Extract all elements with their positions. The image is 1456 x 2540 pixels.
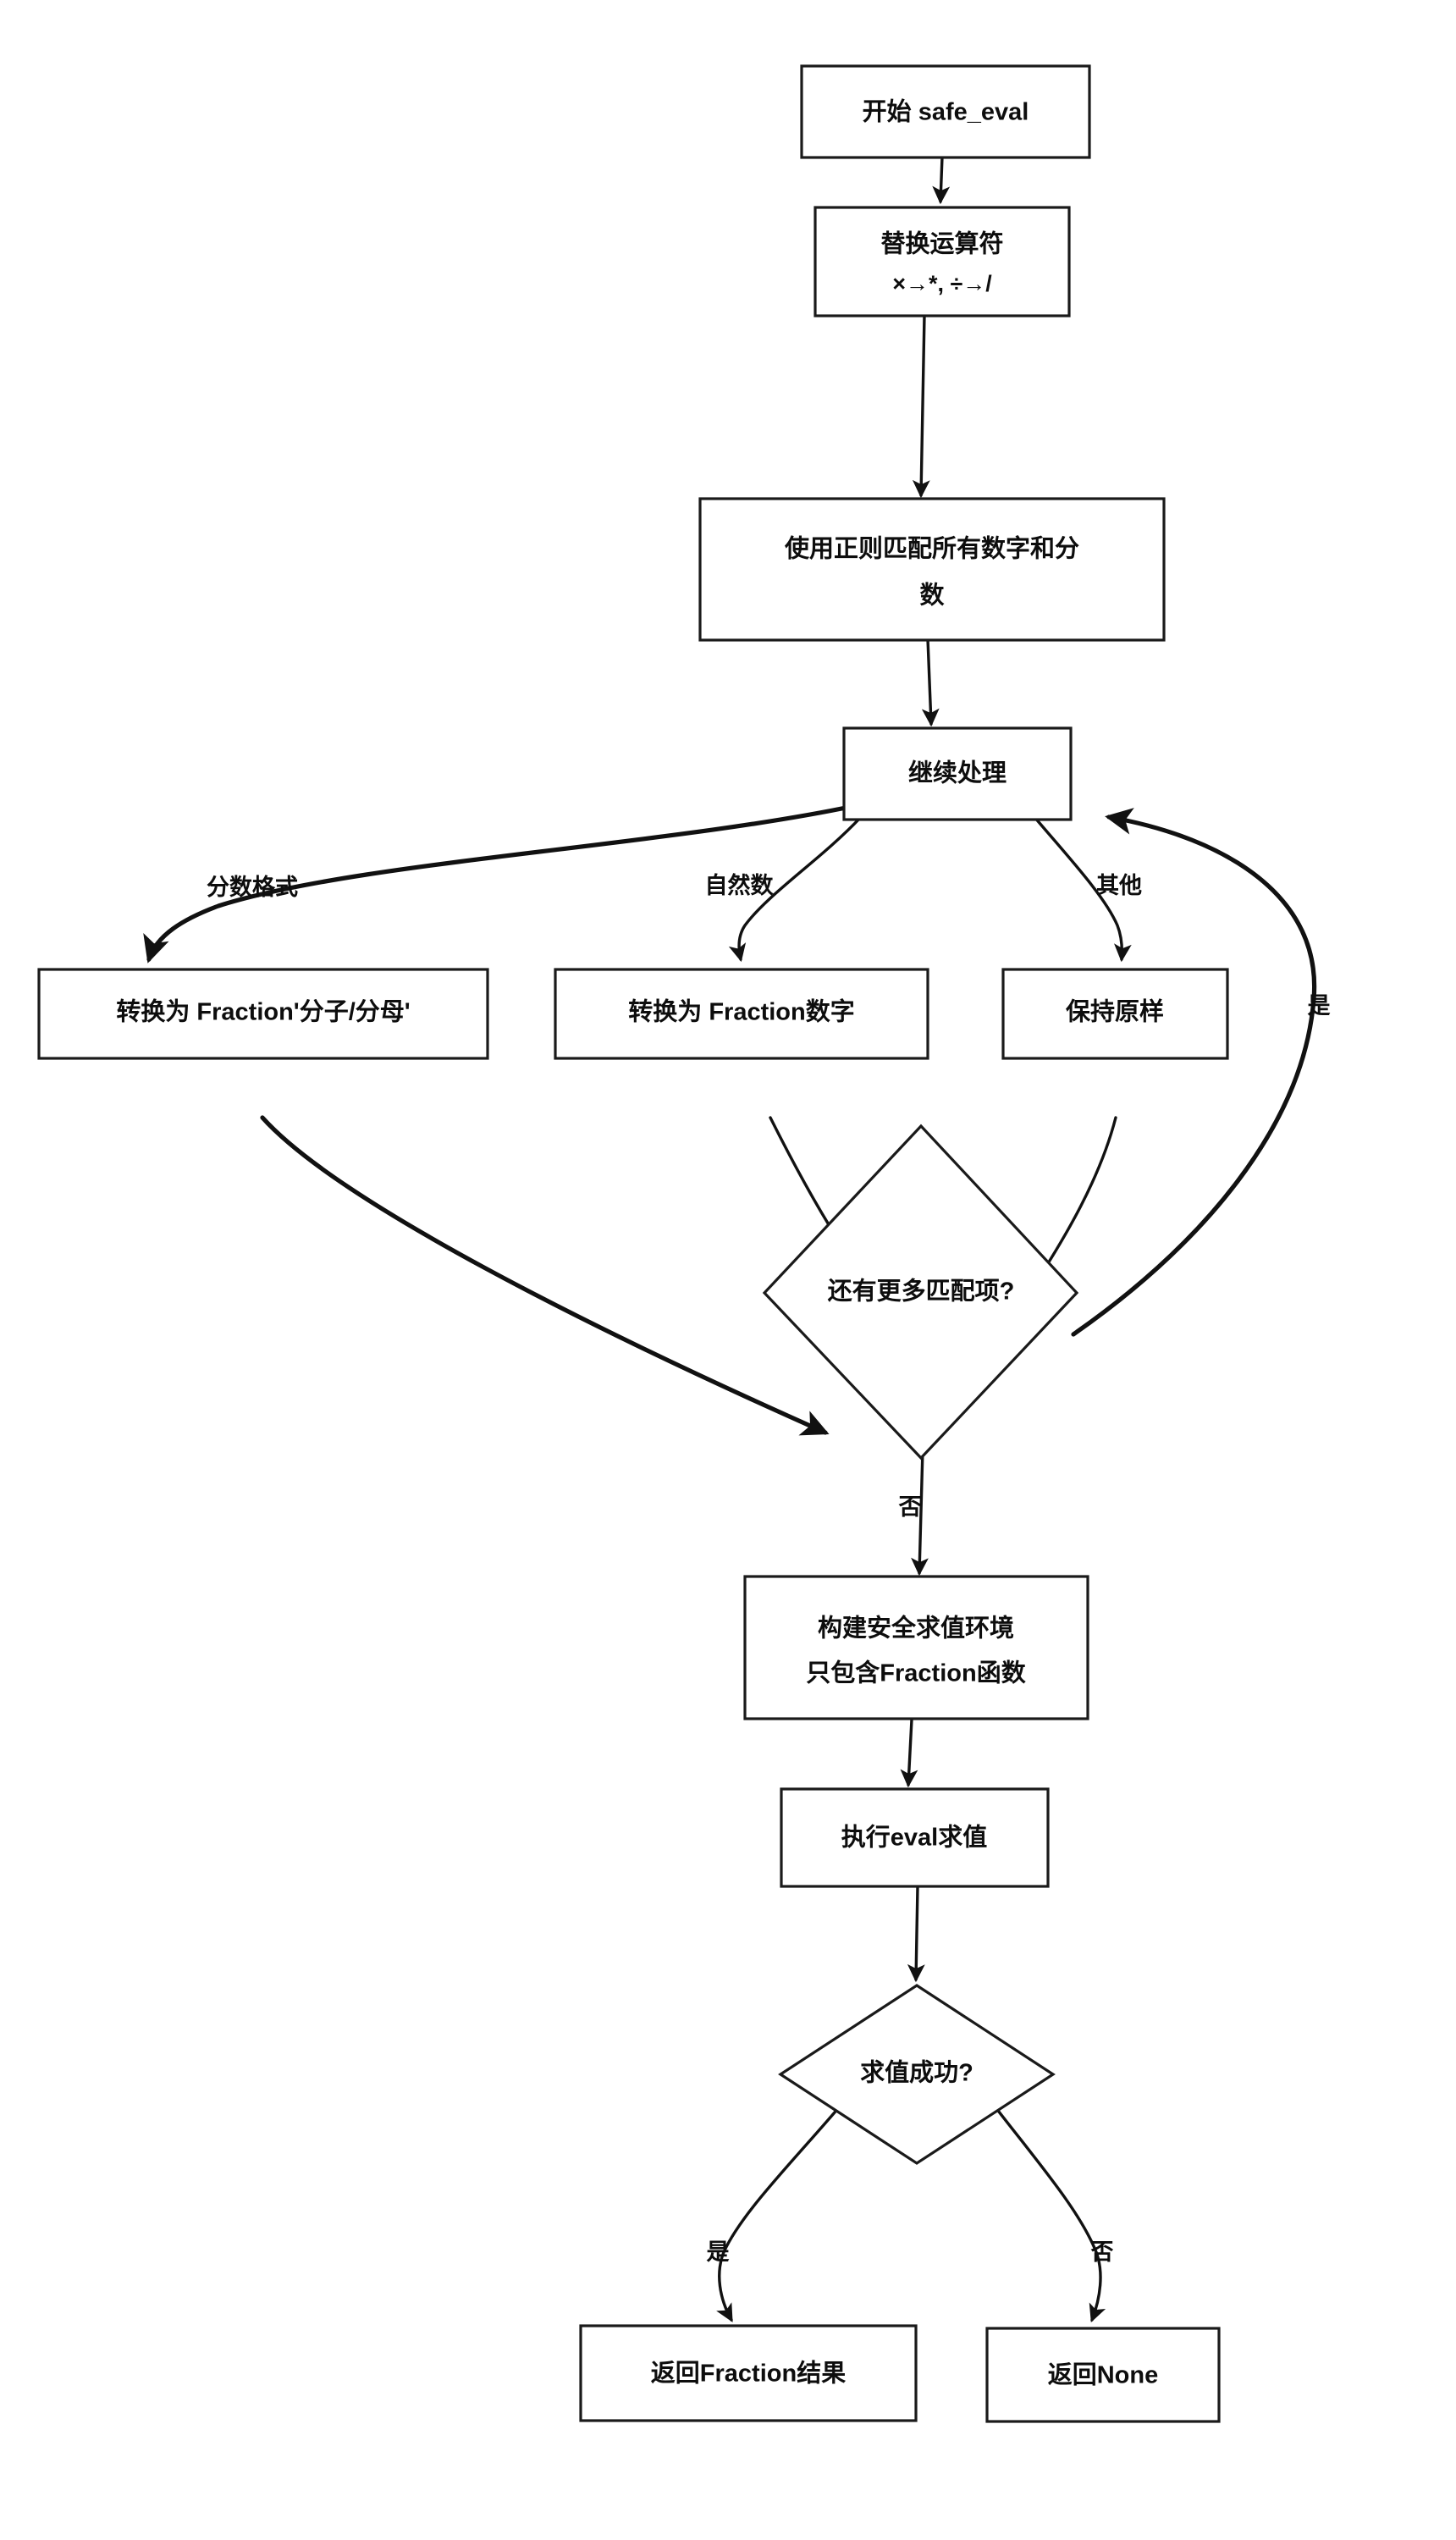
edge-start-to-replace-ops (932, 155, 951, 205)
node-start[interactable]: 开始 safe_eval (800, 64, 1091, 159)
edge-label-loop-no: 否 (899, 1494, 922, 1520)
edge-label-natural-number: 自然数 (705, 872, 775, 898)
edge-fraction-str-to-more-matches (260, 1115, 830, 1436)
node-start-label: 开始 safe_eval (863, 98, 1029, 126)
node-return-fraction-result-label: 返回Fraction结果 (651, 2360, 846, 2388)
node-return-none[interactable]: 返回None (985, 2327, 1221, 2423)
node-convert-to-fraction-string-label: 转换为 Fraction'分子/分母' (116, 998, 410, 1026)
edge-more-matches-to-continue-loop: 是 (1071, 808, 1331, 1337)
node-regex-match[interactable]: 使用正则匹配所有数字和分 数 (698, 497, 1166, 642)
node-build-safe-eval-env-label-line2: 只包含Fraction函数 (806, 1659, 1026, 1687)
edge-label-loop-yes: 是 (1308, 993, 1331, 1019)
node-continue-processing-label: 继续处理 (908, 759, 1007, 787)
node-continue-processing[interactable]: 继续处理 (842, 726, 1073, 821)
node-run-eval-label: 执行eval求值 (841, 1824, 987, 1852)
node-convert-to-fraction-string[interactable]: 转换为 Fraction'分子/分母' (37, 968, 489, 1060)
edge-label-fraction-format: 分数格式 (207, 875, 298, 900)
node-regex-match-label-line1: 使用正则匹配所有数字和分 (784, 534, 1079, 563)
node-eval-success-decision[interactable]: 求值成功? (778, 1984, 1056, 2165)
node-replace-operators-label-line2: ×→*, ÷→/ (892, 271, 992, 296)
edge-continue-to-fraction-str: 分数格式 (143, 803, 857, 964)
node-eval-success-decision-label: 求值成功? (860, 2059, 973, 2087)
edge-label-eval-no: 否 (1091, 2239, 1114, 2265)
node-more-matches-decision[interactable]: 还有更多匹配项? (762, 1124, 1079, 1460)
edge-regex-match-to-continue (921, 638, 940, 727)
edge-more-matches-to-build-env: 否 (899, 1448, 929, 1576)
node-replace-operators-label-line1: 替换运算符 (880, 229, 1003, 258)
node-convert-to-fraction-number-label: 转换为 Fraction数字 (628, 997, 854, 1026)
node-regex-match-label-line2: 数 (919, 582, 945, 610)
node-keep-as-is-label: 保持原样 (1065, 997, 1164, 1026)
edge-replace-ops-to-regex-match (912, 313, 930, 499)
edge-eval-ok-to-return-fraction: 是 (707, 2074, 867, 2322)
edge-label-other: 其他 (1096, 873, 1142, 898)
edge-continue-to-fraction-num: 自然数 (705, 815, 863, 963)
edge-run-eval-to-eval-ok (907, 1885, 925, 1983)
edge-continue-to-keep-as-is: 其他 (1033, 815, 1142, 963)
edge-eval-ok-to-return-none: 否 (970, 2074, 1114, 2323)
node-build-safe-eval-env[interactable]: 构建安全求值环境 只包含Fraction函数 (743, 1575, 1089, 1720)
node-convert-to-fraction-number[interactable]: 转换为 Fraction数字 (554, 968, 929, 1060)
edge-label-eval-yes: 是 (707, 2239, 730, 2265)
edge-build-env-to-run-eval (900, 1718, 918, 1788)
node-return-none-label: 返回None (1048, 2361, 1159, 2389)
node-replace-operators[interactable]: 替换运算符 ×→*, ÷→/ (813, 206, 1071, 318)
node-keep-as-is[interactable]: 保持原样 (1001, 968, 1229, 1060)
node-run-eval[interactable]: 执行eval求值 (780, 1787, 1050, 1888)
node-build-safe-eval-env-label-line1: 构建安全求值环境 (818, 1614, 1014, 1643)
node-more-matches-decision-label: 还有更多匹配项? (828, 1278, 1015, 1306)
node-return-fraction-result[interactable]: 返回Fraction结果 (579, 2324, 918, 2422)
